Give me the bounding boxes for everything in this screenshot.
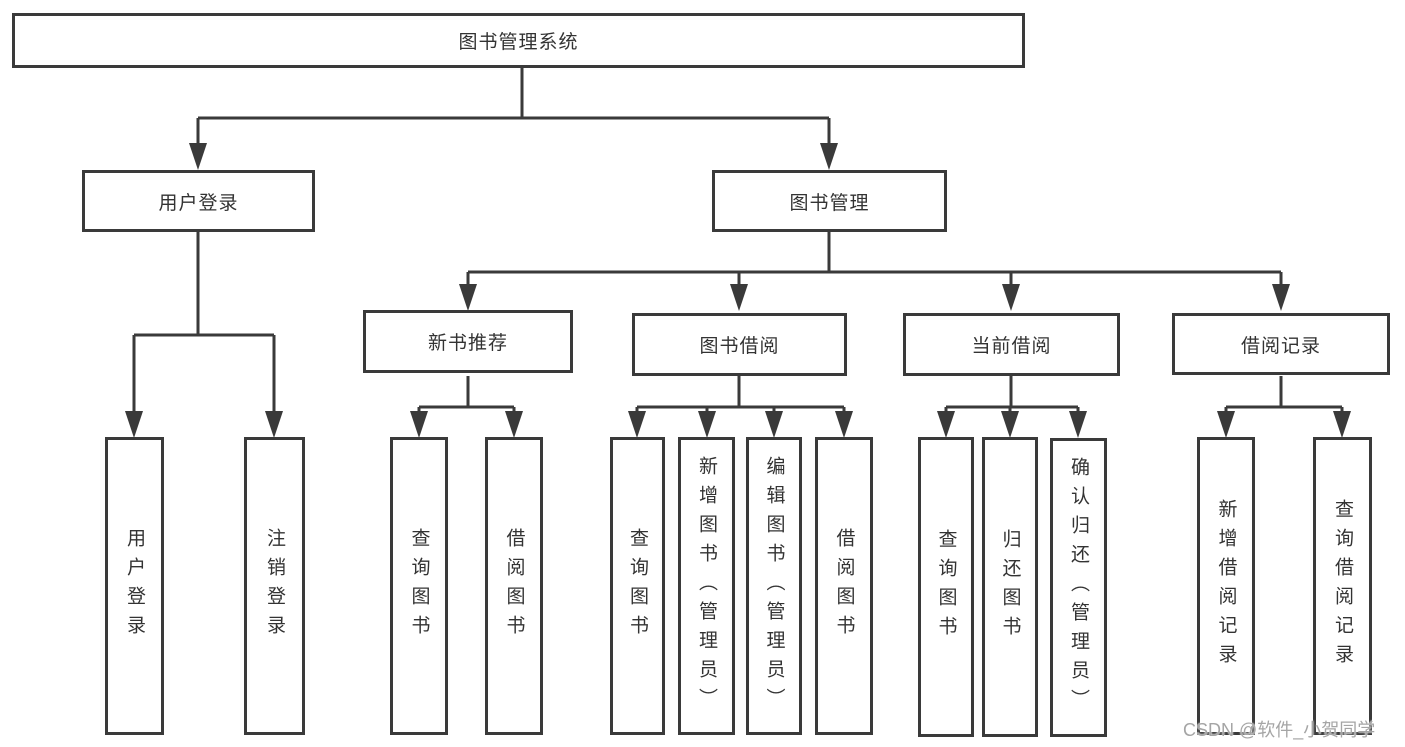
leaf-confirm-return-admin: 确认归还（管理员） [1050, 438, 1107, 737]
node-new-book-recommend-label: 新书推荐 [427, 333, 508, 354]
node-user-login: 用户登录 [82, 170, 315, 232]
node-book-management-label: 图书管理 [789, 192, 870, 214]
leaf-borrow-books: 借阅图书 [815, 437, 873, 735]
node-borrow-records: 借阅记录 [1172, 313, 1390, 375]
node-current-borrow: 当前借阅 [903, 313, 1120, 376]
node-book-borrow-label: 图书借阅 [699, 336, 780, 357]
leaf-query-books-recommend: 查询图书 [390, 437, 448, 735]
node-current-borrow-label: 当前借阅 [971, 336, 1052, 357]
node-book-borrow: 图书借阅 [632, 313, 847, 376]
leaf-logout: 注销登录 [244, 437, 305, 735]
node-user-login-label: 用户登录 [158, 192, 239, 214]
leaf-query-borrow-record: 查询借阅记录 [1313, 437, 1372, 735]
node-root: 图书管理系统 [12, 13, 1025, 68]
leaf-user-login: 用户登录 [105, 437, 164, 735]
csdn-watermark: CSDN @软件_小贺同学 [1183, 720, 1376, 740]
leaf-query-books-borrow: 查询图书 [610, 437, 665, 735]
node-new-book-recommend: 新书推荐 [363, 310, 573, 373]
node-book-management: 图书管理 [712, 170, 947, 232]
leaf-add-borrow-record: 新增借阅记录 [1197, 437, 1255, 735]
arrowheads [125, 143, 1351, 438]
leaf-edit-book-admin: 编辑图书（管理员） [746, 437, 802, 735]
leaf-return-books: 归还图书 [982, 437, 1038, 737]
node-root-label: 图书管理系统 [458, 32, 579, 53]
leaf-add-book-admin: 新增图书（管理员） [678, 437, 735, 735]
leaf-borrow-books-recommend: 借阅图书 [485, 437, 543, 735]
leaf-query-books-current: 查询图书 [918, 437, 974, 737]
node-borrow-records-label: 借阅记录 [1240, 335, 1321, 357]
